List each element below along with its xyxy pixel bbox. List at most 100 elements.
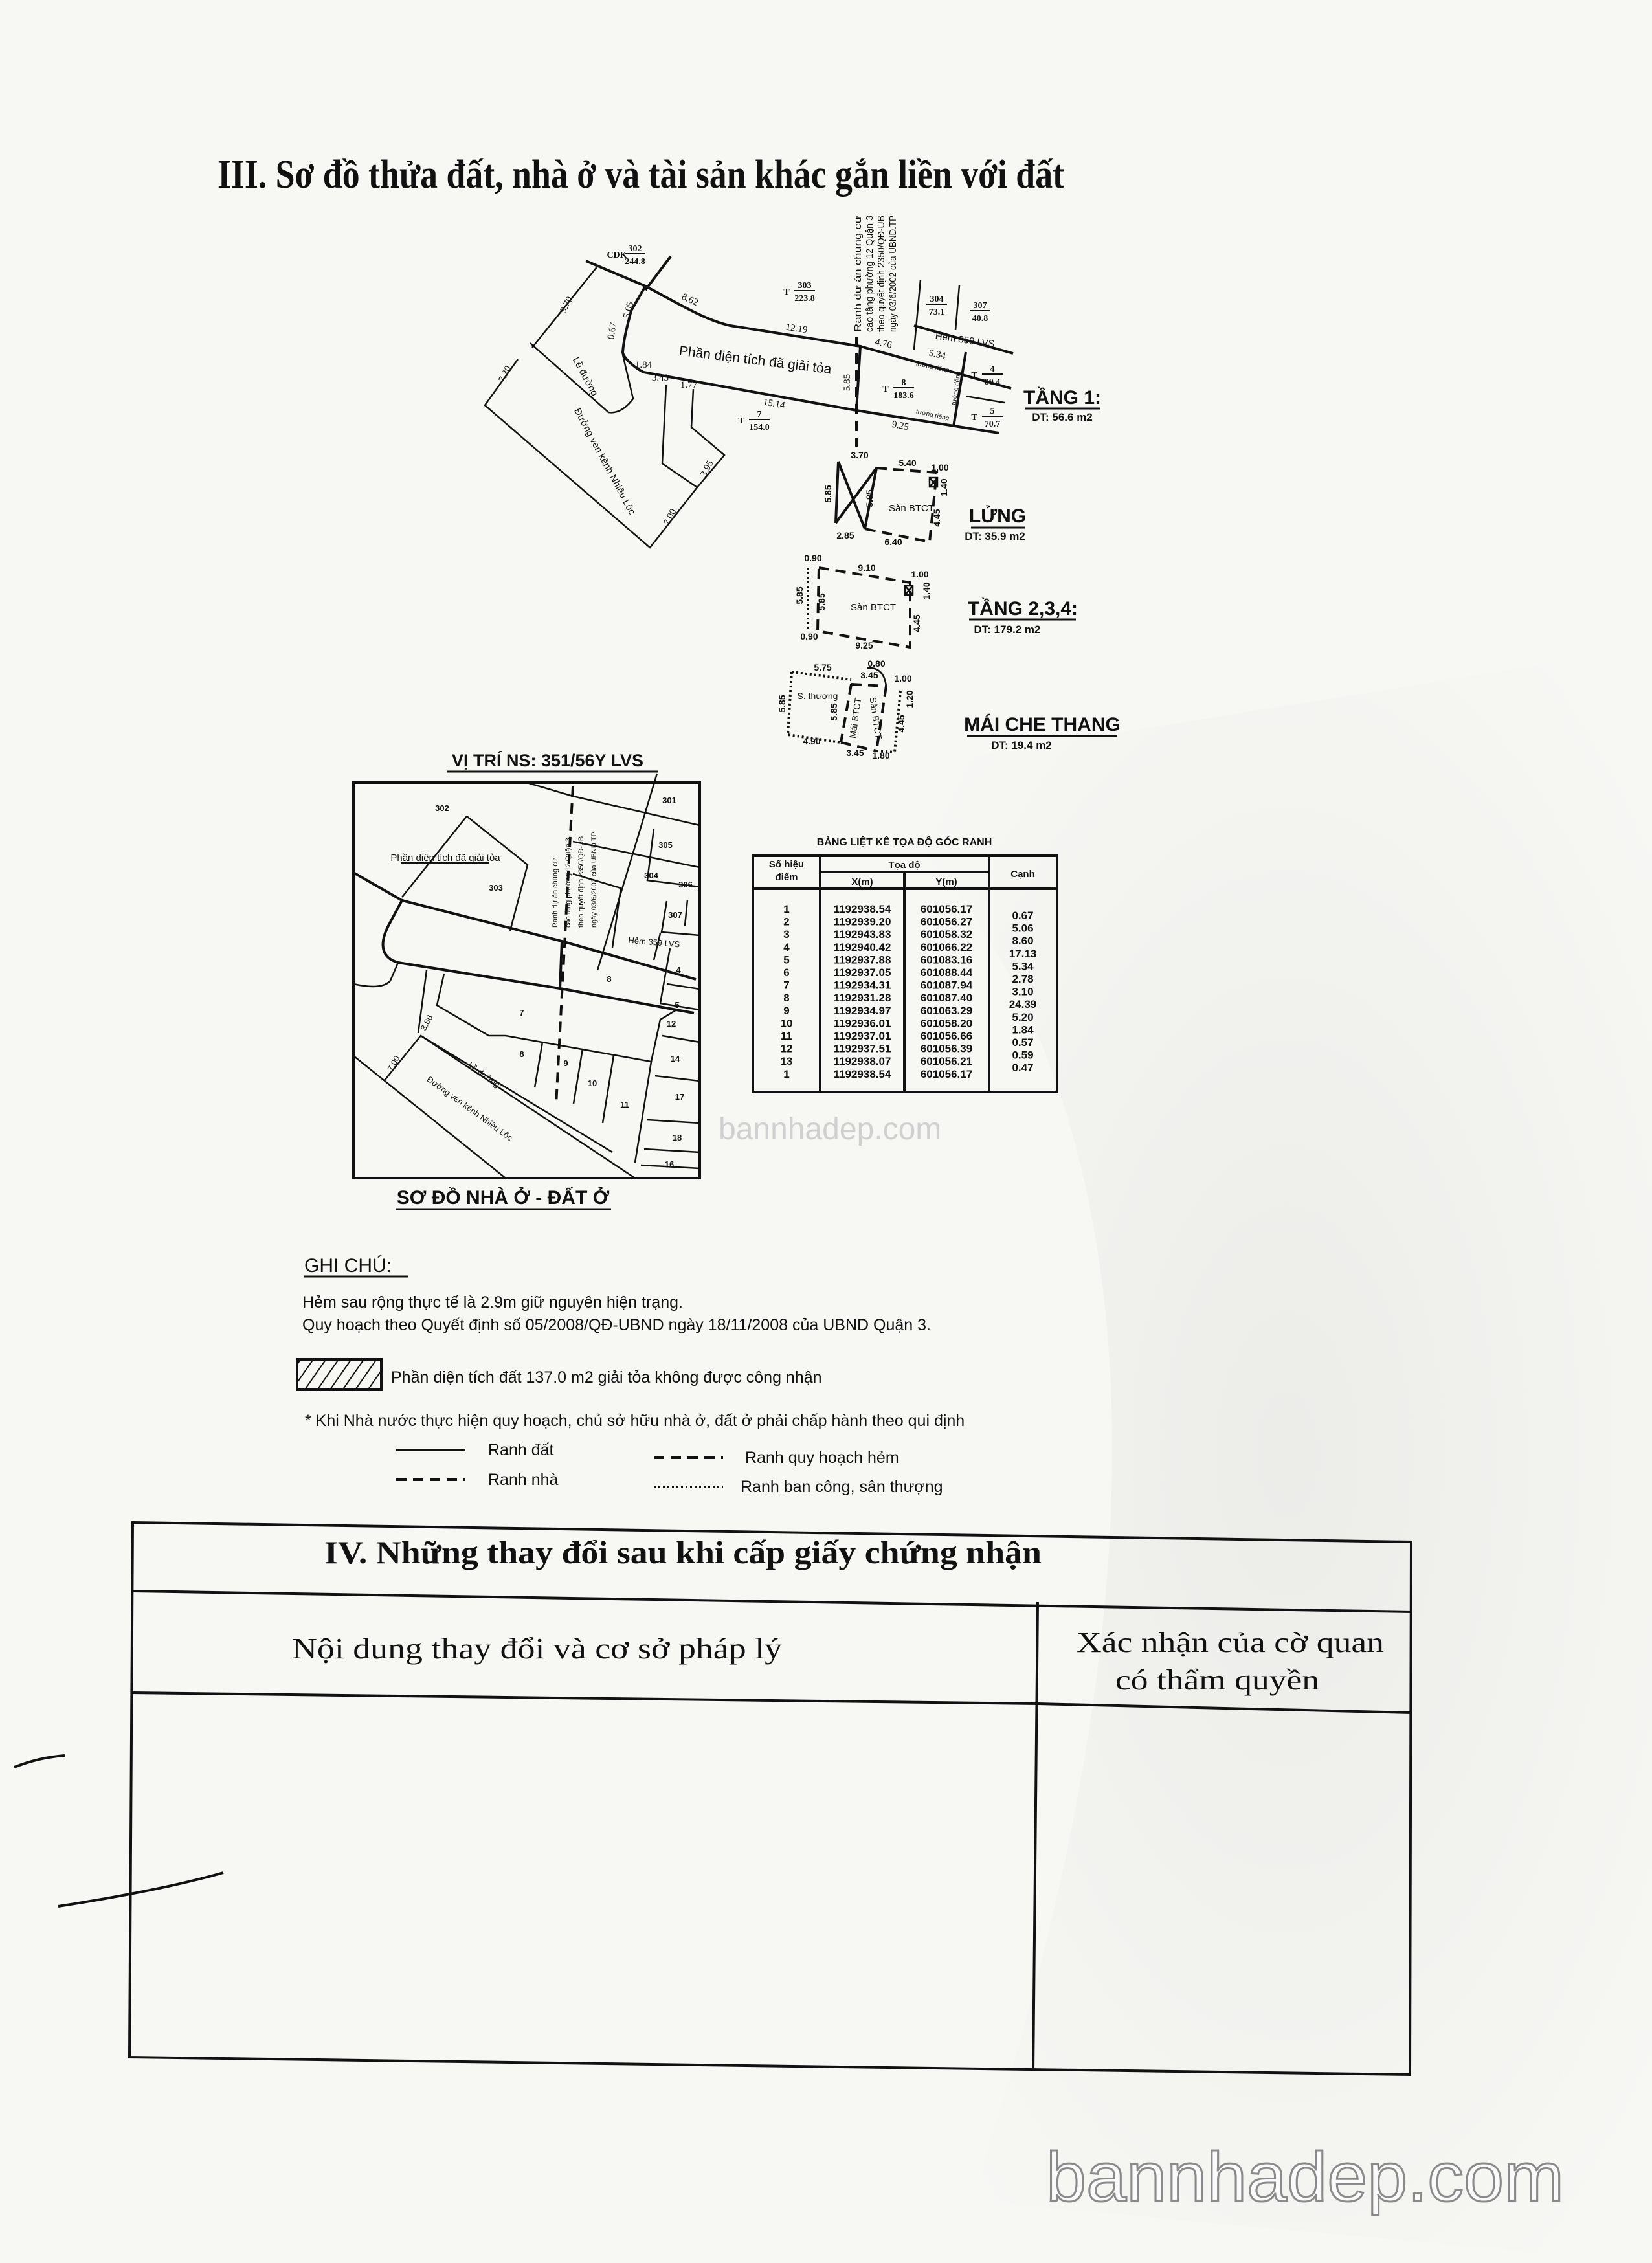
edge-length: 24.39 xyxy=(1009,998,1037,1010)
dimension-label: 12.19 xyxy=(785,322,809,336)
point-id: 6 xyxy=(783,966,789,979)
note-line: Quy hoạch theo Quyết định số 05/2008/QĐ-… xyxy=(302,1316,931,1334)
dimension-label: 4.45 xyxy=(896,715,906,732)
map-alley-label: Hẻm 359 LVS xyxy=(628,935,680,950)
dimension-label: 4.45 xyxy=(932,509,942,526)
dimension-label: 0.67 xyxy=(606,321,619,340)
x-coordinate: 1192938.54 xyxy=(834,903,891,915)
column-header-confirmation: có thẩm quyền xyxy=(1115,1664,1319,1696)
point-id: 4 xyxy=(783,941,790,953)
dimension-label: 5.05 xyxy=(621,300,636,319)
y-coordinate: 601083.16 xyxy=(921,953,972,966)
notes: GHI CHÚ: Hẻm sau rộng thực tế là 2.9m gi… xyxy=(296,1255,965,1496)
parcel-type: T xyxy=(882,385,889,394)
stair-roof-label: MÁI CHE THANG xyxy=(964,713,1121,735)
y-coordinate: 601063.29 xyxy=(921,1005,972,1017)
x-coordinate: 1192937.05 xyxy=(834,966,891,979)
point-id: 5 xyxy=(783,953,789,966)
x-coordinate: 1192934.97 xyxy=(834,1005,891,1017)
parcel-number: 307 xyxy=(974,301,987,311)
edge-length: 17.13 xyxy=(1009,948,1037,960)
y-coordinate: 601087.94 xyxy=(921,979,973,992)
location-map-caption: SƠ ĐỒ NHÀ Ở - ĐẤT Ở xyxy=(397,1187,610,1209)
header-edge: Cạnh xyxy=(1010,869,1035,880)
edge-length: 5.34 xyxy=(1012,960,1034,972)
dimension-label: 3.45 xyxy=(846,748,864,758)
lot-number: 18 xyxy=(673,1133,682,1143)
lot-number: 12 xyxy=(667,1019,676,1029)
floors234-area: DT: 179.2 m2 xyxy=(974,623,1041,636)
floor1-label: TẦNG 1: xyxy=(1023,386,1101,408)
point-id: 3 xyxy=(783,928,789,941)
lot-number: 305 xyxy=(658,840,673,850)
lot-number: 16 xyxy=(665,1159,674,1169)
x-coordinate: 1192938.54 xyxy=(834,1068,891,1080)
edge-length: 3.10 xyxy=(1012,986,1033,998)
edge-length: 8.60 xyxy=(1012,935,1033,947)
dimension-label: 0.90 xyxy=(800,631,818,641)
y-coordinate: 601056.66 xyxy=(921,1030,972,1042)
dimension-label: 3.43 xyxy=(652,373,669,383)
edge-length: 2.78 xyxy=(1012,973,1033,985)
location-map-title: VỊ TRÍ NS: 351/56Y LVS xyxy=(452,750,643,770)
coordinates-table: BẢNG LIỆT KÊ TỌA ĐỘ GÓC RANH Số hiệu điể… xyxy=(752,836,1058,1093)
dimension-label: 9.10 xyxy=(858,563,875,573)
point-id: 2 xyxy=(783,916,789,928)
dimension-label: 1.40 xyxy=(939,478,949,496)
x-coordinate: 1192937.88 xyxy=(834,953,891,966)
dimension-label: 0.80 xyxy=(867,658,885,669)
dimension-label: 1.40 xyxy=(921,582,932,599)
parcel-type: T xyxy=(971,371,977,381)
dimension-label: 4.90 xyxy=(803,736,820,746)
header-point: điểm xyxy=(775,872,798,883)
section-3-title: III. Sơ đồ thửa đất, nhà ở và tài sản kh… xyxy=(218,153,1064,197)
y-coordinate: 601058.32 xyxy=(921,928,972,941)
point-id: 10 xyxy=(781,1017,793,1029)
hatch-legend-text: Phần diện tích đất 137.0 m2 giải tỏa khô… xyxy=(391,1368,822,1387)
dimension-label: 5.85 xyxy=(823,485,833,502)
floors234-slab: Sàn BTCT xyxy=(851,602,896,613)
y-coordinate: 601058.20 xyxy=(921,1017,972,1029)
cleared-area-hatch xyxy=(621,284,862,412)
table-title: BẢNG LIỆT KÊ TỌA ĐỘ GÓC RANH xyxy=(817,836,992,848)
lot-number: 8 xyxy=(519,1049,524,1059)
lot-number: 8 xyxy=(607,974,611,984)
x-coordinate: 1192934.31 xyxy=(834,979,891,992)
notes-heading: GHI CHÚ: xyxy=(304,1255,392,1276)
project-boundary-note: Ranh dự án chung cư xyxy=(853,216,864,332)
legend-balcony: Ranh ban công, sân thượng xyxy=(741,1478,943,1496)
map-cleared-hatch xyxy=(381,898,564,990)
watermark: bannhadep.com xyxy=(1046,2137,1564,2216)
state-note: * Khi Nhà nước thực hiện quy hoạch, chủ … xyxy=(305,1412,965,1430)
parcel-number: 302 xyxy=(629,244,642,254)
project-boundary-note: ngày 03/6/2002 của UBND.TP xyxy=(590,832,598,928)
edge-length: 0.47 xyxy=(1012,1062,1033,1074)
floors234-plan xyxy=(807,566,914,649)
edge-length: 0.59 xyxy=(1012,1049,1033,1062)
lot-number: 11 xyxy=(620,1100,629,1109)
parcel-number: 303 xyxy=(798,281,812,291)
edge-length: 5.20 xyxy=(1012,1011,1033,1023)
point-id: 9 xyxy=(783,1005,789,1017)
lot-number: 17 xyxy=(675,1092,684,1102)
project-boundary-note: theo quyết định 2350/QĐ-UB xyxy=(577,836,585,928)
dimension-label: 5.85 xyxy=(794,586,805,604)
security-pattern xyxy=(842,647,1652,2263)
project-boundary-note: theo quyết định 2350/QĐ-UB xyxy=(876,216,887,332)
parcel-type: T xyxy=(971,413,977,423)
parcel-type: T xyxy=(738,416,744,426)
parcel-area: 183.6 xyxy=(893,391,914,401)
pen-mark xyxy=(14,1754,65,1768)
project-boundary-note: ngày 03/6/2002 của UBND.TP xyxy=(887,216,899,332)
